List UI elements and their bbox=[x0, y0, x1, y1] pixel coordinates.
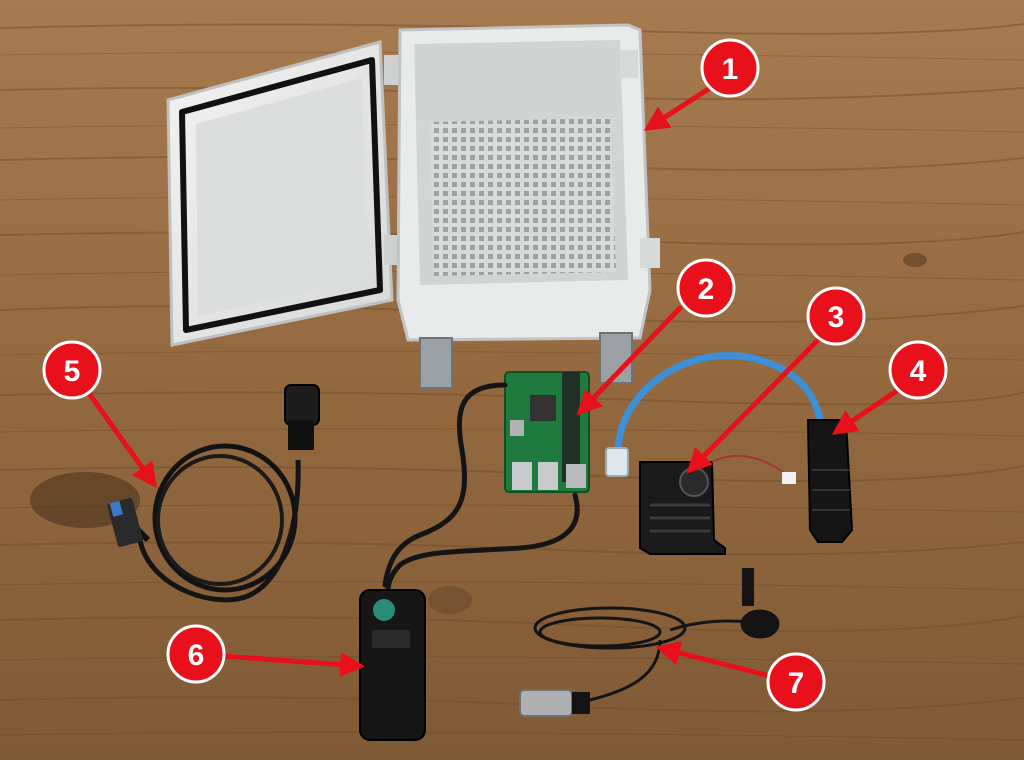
callout-badge-5: 5 bbox=[42, 340, 102, 400]
callout-number: 6 bbox=[188, 639, 205, 672]
arrow-5 bbox=[85, 389, 157, 489]
poe-splitter bbox=[359, 589, 426, 741]
arrow-1 bbox=[643, 85, 713, 131]
callout-number: 7 bbox=[788, 667, 805, 700]
arrow-3 bbox=[686, 337, 821, 474]
cable-gland-connector bbox=[605, 352, 854, 543]
arrow-2 bbox=[576, 305, 683, 416]
callout-badge-2: 2 bbox=[676, 258, 736, 318]
callout-number: 5 bbox=[64, 355, 81, 388]
arrow-4 bbox=[831, 387, 901, 435]
callout-badge-7: 7 bbox=[766, 652, 826, 712]
power-cable bbox=[382, 382, 580, 593]
callout-arrows bbox=[85, 85, 901, 679]
callout-number: 4 bbox=[910, 355, 927, 388]
callout-number: 2 bbox=[698, 273, 715, 306]
callout-badge-4: 4 bbox=[888, 340, 948, 400]
heatsink-fan bbox=[639, 454, 796, 555]
callout-badge-3: 3 bbox=[806, 286, 866, 346]
weatherproof-enclosure bbox=[166, 23, 660, 389]
callout-badge-6: 6 bbox=[166, 624, 226, 684]
callout-badge-1: 1 bbox=[700, 38, 760, 98]
arrow-7 bbox=[655, 640, 773, 679]
single-board-computer bbox=[504, 371, 590, 493]
arrow-6 bbox=[219, 652, 365, 678]
callout-number: 1 bbox=[722, 53, 739, 86]
callout-number: 3 bbox=[828, 301, 845, 334]
usb-cable-with-gland bbox=[107, 384, 320, 603]
